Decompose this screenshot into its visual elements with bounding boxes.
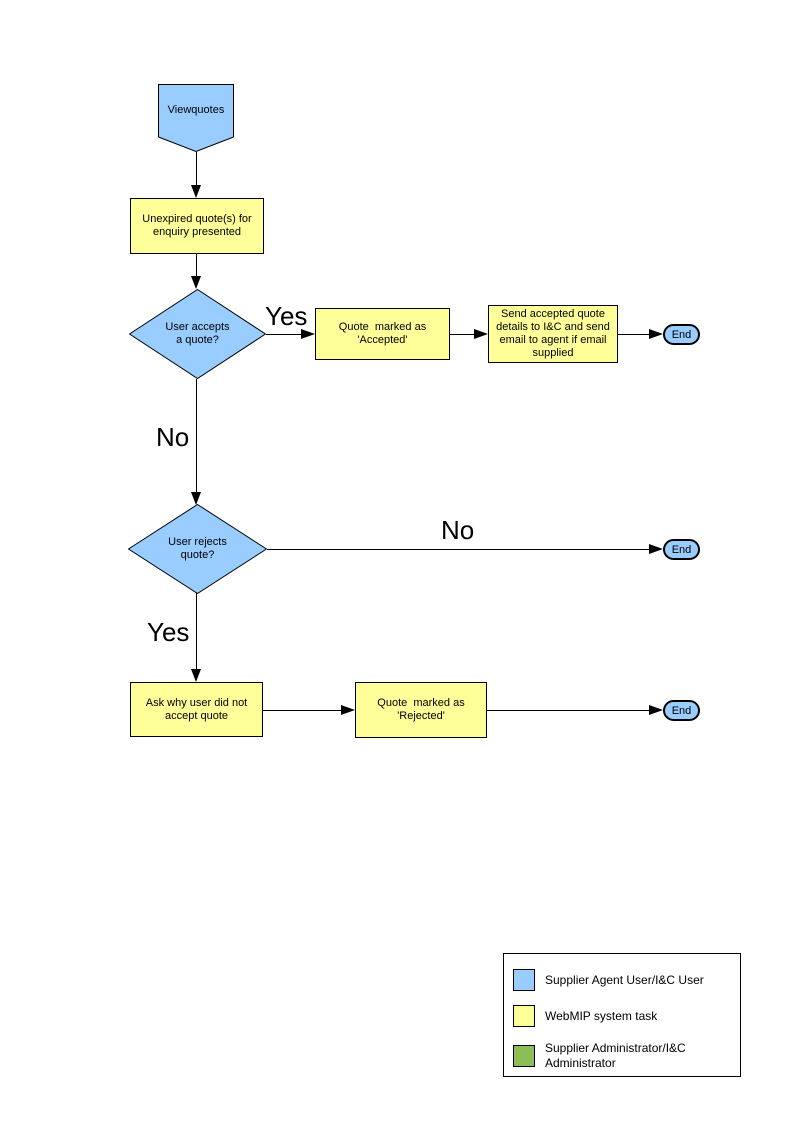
arrowhead-right-icon [649,705,663,715]
connector-accept-to-marked [266,334,301,335]
arrowhead-down-icon [191,276,201,289]
arrowhead-down-icon [191,669,201,682]
start-node-label: Viewquotes [167,104,225,116]
terminator-end-3: End [663,700,700,721]
decision-user-rejects-label: User rejects quote? [168,536,227,561]
process-quote-rejected: Quote marked as 'Rejected' [355,682,487,738]
arrowhead-right-icon [649,329,663,339]
connector-start-to-present [196,152,197,186]
arrowhead-down-icon [191,492,201,505]
diamond-shape [128,504,267,594]
edge-label-reject-no: No [441,515,475,545]
legend-box: Supplier Agent User/I&C User WebMIP syst… [503,953,741,1077]
legend-label: Supplier Agent User/I&C User [545,972,704,987]
legend-item-supplier-agent-user: Supplier Agent User/I&C User [513,969,732,991]
connector-askwhy-to-rejected [263,710,341,711]
process-unexpired-quotes: Unexpired quote(s) for enquiry presented [130,198,264,254]
arrowhead-right-icon [474,329,488,339]
edge-label-accept-no: No [156,422,190,452]
arrowhead-right-icon [301,329,315,339]
edge-label-reject-yes: Yes [147,617,190,647]
connector-marked-to-send [450,334,474,335]
connector-reject-to-end2 [267,549,649,550]
terminator-end-2: End [663,539,700,560]
connector-send-to-end1 [618,334,649,335]
legend-label: WebMIP system task [545,1008,658,1023]
decision-user-accepts-label: User accepts a quote? [165,321,230,346]
process-send-details: Send accepted quote details to I&C and s… [488,305,618,363]
arrowhead-right-icon [341,705,355,715]
edge-label-accept-yes: Yes [265,301,308,331]
legend-swatch-blue [513,969,535,991]
process-ask-why: Ask why user did not accept quote [130,682,263,737]
diamond-shape [129,289,266,379]
legend-swatch-yellow [513,1005,535,1027]
connector-rejected-to-end3 [487,710,649,711]
arrowhead-down-icon [191,185,201,198]
legend-item-supplier-administrator: Supplier Administrator/I&C Administrator [513,1041,732,1071]
pentagon-shape [158,84,234,152]
connector-present-to-accept [196,254,197,277]
connector-reject-to-askwhy [196,593,197,669]
process-quote-accepted: Quote marked as 'Accepted' [315,308,450,360]
terminator-end-1: End [663,324,700,345]
arrowhead-right-icon [649,544,663,554]
connector-accept-to-reject [196,379,197,492]
decision-user-accepts: User accepts a quote? [129,289,266,379]
decision-user-rejects: User rejects quote? [128,504,267,594]
legend-item-webmip-system-task: WebMIP system task [513,1005,732,1027]
start-node-viewquotes: Viewquotes [158,84,234,152]
legend-label: Supplier Administrator/I&C Administrator [545,1041,686,1070]
legend-swatch-green [513,1045,535,1067]
